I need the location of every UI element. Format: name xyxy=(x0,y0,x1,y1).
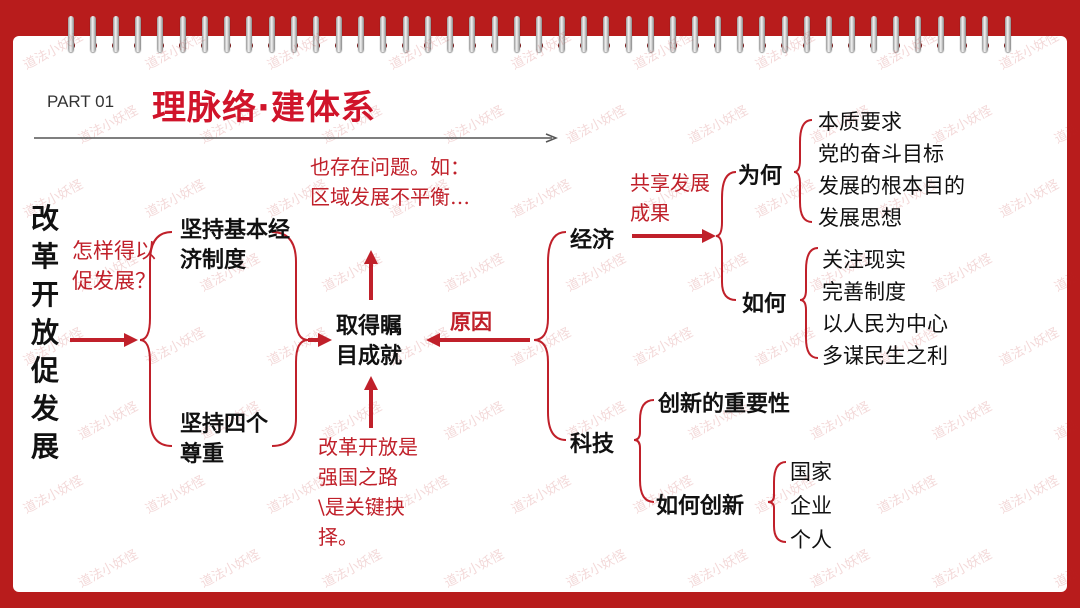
binding-ring xyxy=(402,16,409,52)
binding-ring xyxy=(580,16,587,52)
binding-ring xyxy=(982,16,989,52)
how-item-3: 以人民为中心 xyxy=(822,312,948,336)
how-item-2: 完善制度 xyxy=(822,280,906,304)
innovate-item-1: 国家 xyxy=(790,460,832,484)
binding-ring xyxy=(781,16,788,52)
binding-ring xyxy=(201,16,208,52)
binding-ring xyxy=(714,16,721,52)
why-item-4: 发展思想 xyxy=(818,206,902,230)
binding-ring xyxy=(112,16,119,52)
why-node: 为何 xyxy=(738,164,783,189)
binding-ring xyxy=(826,16,833,52)
why-item-3: 发展的根本目的 xyxy=(818,174,965,198)
binding-ring xyxy=(380,16,387,52)
binding-ring xyxy=(625,16,632,52)
binding-ring xyxy=(937,16,944,52)
binding-ring xyxy=(179,16,186,52)
binding-ring xyxy=(514,16,520,52)
problem-note: 也存在问题。如：区域发展不平衡… xyxy=(310,155,470,209)
reform-road-note: 改革开放是强国之路\是关键抉择。 xyxy=(318,435,418,549)
binding-ring xyxy=(447,16,454,52)
binding-ring xyxy=(870,16,877,52)
shared-results-label: 共享发展成果 xyxy=(630,171,710,225)
binding-ring xyxy=(647,16,654,52)
binding-ring xyxy=(357,16,364,52)
binding-ring xyxy=(224,16,231,52)
innovate-item-3: 个人 xyxy=(790,528,832,552)
question-label: 怎样得以促发展？ xyxy=(72,239,156,293)
binding-ring xyxy=(603,16,610,52)
part-label: PART 01 xyxy=(47,92,115,111)
main-topic: 改革开放促发展 xyxy=(30,202,59,463)
binding-ring xyxy=(469,16,476,52)
binding-ring xyxy=(291,16,297,52)
binding-ring xyxy=(424,16,431,52)
innovate-item-2: 企业 xyxy=(790,494,832,518)
why-item-1: 本质要求 xyxy=(818,110,902,134)
economy-node: 经济 xyxy=(570,228,615,253)
reason-label: 原因 xyxy=(450,310,492,334)
page-title: 理脉络·建体系 xyxy=(152,88,376,128)
innovation-importance-node: 创新的重要性 xyxy=(658,392,791,417)
branch-basic-economic-system: 坚持基本经济制度 xyxy=(180,218,291,273)
binding-ring xyxy=(848,16,855,52)
binding-ring xyxy=(692,16,699,52)
binding-ring xyxy=(268,16,275,52)
binding-ring xyxy=(90,16,97,52)
branch-four-respects: 坚持四个尊重 xyxy=(180,412,269,467)
binding-ring xyxy=(803,16,810,52)
how-node: 如何 xyxy=(742,292,787,317)
binding-ring xyxy=(68,16,74,52)
how-item-4: 多谋民生之利 xyxy=(822,344,948,368)
binding-ring xyxy=(915,16,922,52)
binding-ring xyxy=(246,16,253,52)
tech-node: 科技 xyxy=(570,432,615,457)
why-item-2: 党的奋斗目标 xyxy=(818,142,944,166)
binding-ring xyxy=(335,16,342,52)
binding-ring xyxy=(737,16,743,52)
binding-ring xyxy=(491,16,498,52)
binding-ring xyxy=(759,16,766,52)
notebook-page xyxy=(13,36,1067,592)
binding-ring xyxy=(157,16,164,52)
binding-ring xyxy=(670,16,677,52)
how-innovate-node: 如何创新 xyxy=(656,494,745,519)
how-item-1: 关注现实 xyxy=(822,248,906,272)
binding-ring xyxy=(536,16,543,52)
binding-ring xyxy=(1004,16,1011,52)
center-achievement-node: 取得瞩目成就 xyxy=(336,314,403,369)
binding-ring xyxy=(960,16,966,52)
binding-ring xyxy=(134,16,141,52)
binding-ring xyxy=(313,16,320,52)
binding-ring xyxy=(893,16,900,52)
binding-ring xyxy=(558,16,565,52)
